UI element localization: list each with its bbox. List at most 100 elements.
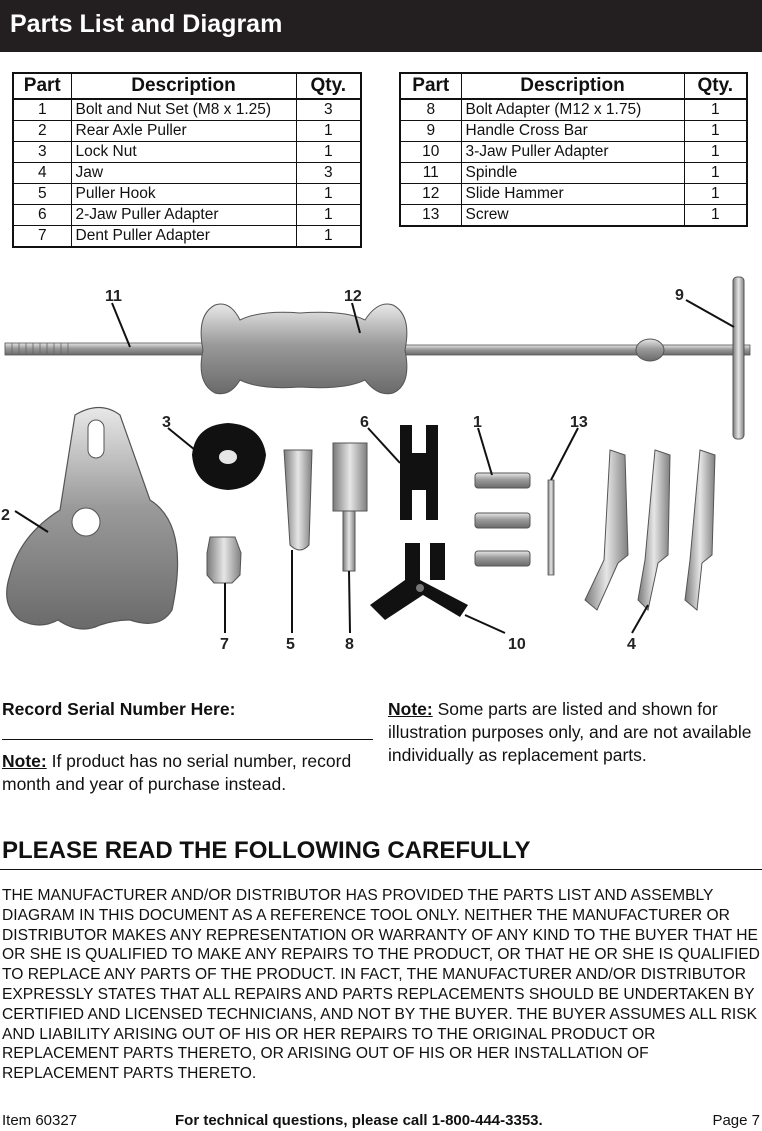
bolt-and-nut-set-illustration — [474, 472, 531, 567]
description-cell: Slide Hammer — [460, 183, 685, 205]
callout-9: 9 — [675, 287, 684, 304]
lock-nut-illustration — [192, 423, 266, 490]
handle-cross-bar-illustration — [732, 276, 745, 440]
col-header-qty: Qty. — [683, 72, 748, 100]
serial-note-text: If product has no serial number, record … — [2, 751, 352, 794]
part-number-cell: 6 — [12, 204, 72, 226]
description-cell: Rear Axle Puller — [70, 120, 297, 142]
col-header-part: Part — [399, 72, 462, 100]
puller-hook-illustration — [283, 449, 313, 551]
serial-note-label: Note: — [2, 751, 47, 771]
description-cell: Bolt and Nut Set (M8 x 1.25) — [70, 98, 297, 121]
bolt-adapter-illustration — [332, 442, 368, 572]
replacement-note-text: Some parts are listed and shown for illu… — [388, 699, 752, 765]
section-header: Parts List and Diagram — [0, 0, 762, 52]
slide-hammer-illustration — [200, 303, 408, 395]
three-jaw-puller-adapter-illustration — [370, 543, 468, 620]
description-cell: 2-Jaw Puller Adapter — [70, 204, 297, 226]
callout-2: 2 — [1, 507, 10, 524]
quantity-cell: 1 — [295, 225, 362, 248]
footer-contact: For technical questions, please call 1-8… — [175, 1112, 543, 1129]
heading-rule — [0, 869, 762, 870]
part-number-cell: 9 — [399, 120, 462, 142]
part-number-cell: 4 — [12, 162, 72, 184]
part-number-cell: 1 — [12, 98, 72, 121]
quantity-cell: 1 — [683, 162, 748, 184]
dent-puller-adapter-illustration — [206, 536, 242, 584]
part-number-cell: 11 — [399, 162, 462, 184]
callout-3: 3 — [162, 414, 171, 431]
description-cell: 3-Jaw Puller Adapter — [460, 141, 685, 163]
part-number-cell: 13 — [399, 204, 462, 227]
callout-10: 10 — [508, 636, 526, 653]
callout-1: 1 — [473, 414, 482, 431]
table-header-row: Part Description Qty. — [12, 72, 362, 100]
col-header-part: Part — [12, 72, 72, 100]
part-number-cell: 8 — [399, 98, 462, 121]
col-header-description: Description — [460, 72, 685, 100]
replacement-note: Note: Some parts are listed and shown fo… — [388, 698, 760, 767]
description-cell: Spindle — [460, 162, 685, 184]
callout-11: 11 — [105, 288, 122, 305]
table-header-row: Part Description Qty. — [399, 72, 748, 100]
quantity-cell: 1 — [295, 141, 362, 163]
screw-illustration — [547, 479, 555, 576]
quantity-cell: 1 — [683, 98, 748, 121]
jaws-illustration — [584, 449, 716, 612]
col-header-description: Description — [70, 72, 297, 100]
serial-note: Note: If product has no serial number, r… — [2, 750, 372, 796]
quantity-cell: 1 — [683, 141, 748, 163]
quantity-cell: 1 — [683, 204, 748, 227]
callout-12: 12 — [344, 288, 362, 305]
description-cell: Jaw — [70, 162, 297, 184]
quantity-cell: 3 — [295, 162, 362, 184]
description-cell: Puller Hook — [70, 183, 297, 205]
part-number-cell: 3 — [12, 141, 72, 163]
please-read-heading: PLEASE READ THE FOLLOWING CAREFULLY — [2, 837, 531, 864]
quantity-cell: 1 — [683, 183, 748, 205]
description-cell: Dent Puller Adapter — [70, 225, 297, 248]
callout-5: 5 — [286, 636, 295, 653]
description-cell: Handle Cross Bar — [460, 120, 685, 142]
callout-13: 13 — [570, 414, 588, 431]
callout-6: 6 — [360, 414, 369, 431]
part-number-cell: 10 — [399, 141, 462, 163]
section-title: Parts List and Diagram — [10, 10, 283, 38]
callout-lines — [14, 299, 735, 634]
quantity-cell: 1 — [683, 120, 748, 142]
quantity-cell: 1 — [295, 204, 362, 226]
quantity-cell: 3 — [295, 98, 362, 121]
parts-diagram: 11 12 9 3 6 1 13 2 7 5 8 10 4 — [1, 276, 751, 653]
part-number-cell: 7 — [12, 225, 72, 248]
callout-7: 7 — [220, 636, 229, 653]
col-header-qty: Qty. — [295, 72, 362, 100]
replacement-note-label: Note: — [388, 699, 433, 719]
description-cell: Screw — [460, 204, 685, 227]
part-number-cell: 5 — [12, 183, 72, 205]
description-cell: Bolt Adapter (M12 x 1.75) — [460, 98, 685, 121]
serial-heading: Record Serial Number Here: — [2, 699, 236, 719]
footer-item-number: Item 60327 — [2, 1112, 78, 1129]
quantity-cell: 1 — [295, 120, 362, 142]
part-number-cell: 12 — [399, 183, 462, 205]
quantity-cell: 1 — [295, 183, 362, 205]
footer-page-number: Page 7 — [712, 1112, 760, 1129]
two-jaw-puller-adapter-illustration — [400, 425, 438, 520]
description-cell: Lock Nut — [70, 141, 297, 163]
part-number-cell: 2 — [12, 120, 72, 142]
